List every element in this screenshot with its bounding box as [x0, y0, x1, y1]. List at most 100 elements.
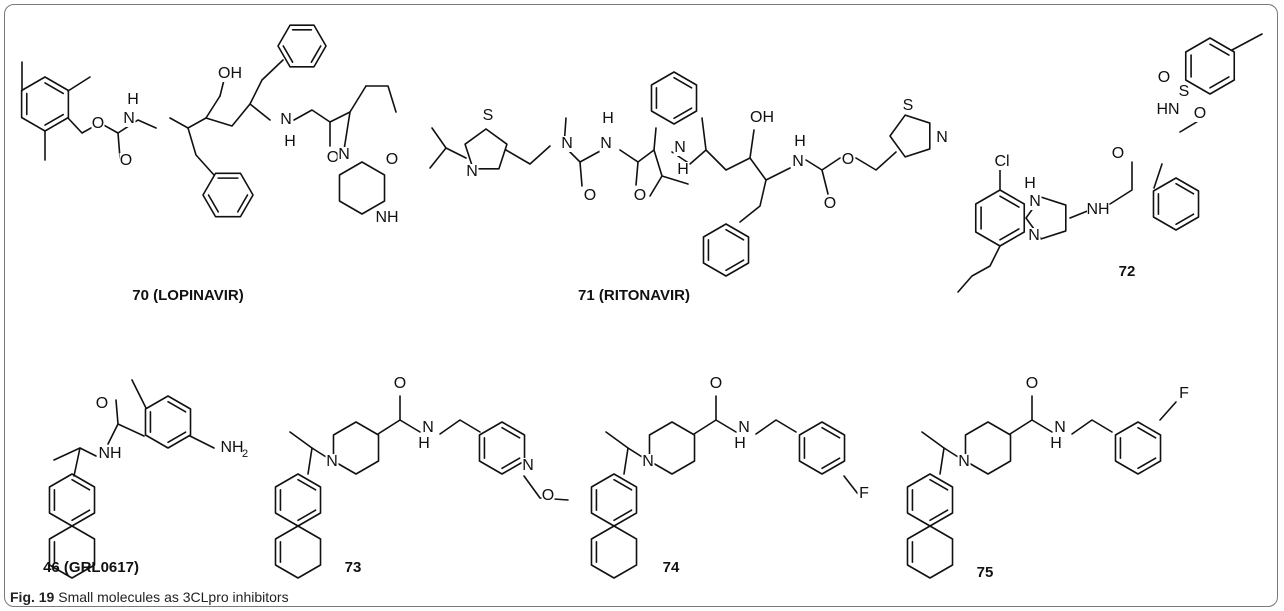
atom-O-73: O	[394, 375, 406, 392]
piperidine-ring-74	[648, 421, 696, 475]
atom-NH-72-bg	[1087, 202, 1109, 218]
isopropyl-71a	[431, 127, 467, 159]
atom-H-70b: H	[284, 133, 296, 150]
atom-N-72a: N	[1029, 193, 1041, 210]
atom-N-71b: N	[561, 135, 573, 152]
bond-layer	[20, 24, 1263, 579]
chain-71e	[701, 117, 707, 151]
atom-NH2-46-subscript: 2	[242, 448, 248, 460]
atom-N-70c-bg	[337, 147, 351, 163]
naphthalene-ring-73a-double	[297, 509, 317, 522]
figure-caption-text: Small molecules as 3CLpro inhibitors	[58, 589, 289, 605]
methoxy-73	[523, 475, 569, 501]
atom-O-72a-bg	[1111, 146, 1125, 162]
piperidine-ring-73	[332, 421, 380, 475]
atom-O-74-bg	[709, 376, 723, 392]
naphthalene-ring-73a-double	[297, 478, 317, 491]
carbonyl-73	[377, 395, 401, 435]
atom-O-71b-bg	[633, 188, 647, 204]
naphthalene-ring-75a-double	[929, 509, 949, 522]
benzyl-73	[439, 419, 481, 435]
chain-71h	[855, 151, 897, 171]
chain-70f	[249, 59, 284, 105]
atom-H-71a: H	[602, 110, 614, 127]
compound-label-70: 70 (LOPINAVIR)	[132, 287, 243, 304]
figure-caption: Fig. 19 Small molecules as 3CLpro inhibi…	[10, 589, 289, 605]
methoxy-72	[957, 245, 1001, 293]
atom-Cl-72-bg	[991, 154, 1013, 170]
atom-F-74-bg	[857, 486, 871, 502]
benzene-ring-46a-double	[167, 431, 187, 444]
ring-70d	[338, 161, 386, 215]
benzene-ring-72b-double	[1175, 213, 1195, 226]
atom-O-71c-bg	[823, 196, 837, 212]
atom-H-70a: H	[127, 91, 139, 108]
atom-N-74b-bg	[737, 420, 751, 436]
atom-N-73a-bg	[325, 454, 339, 470]
atom-NH-46-bg	[99, 446, 121, 462]
chain-71f	[749, 157, 791, 181]
naphthalene-ring-73b	[274, 525, 322, 579]
compound-label-74: 74	[663, 559, 680, 576]
atom-OH-71-bg	[751, 110, 773, 126]
atom-N-72a-bg	[1028, 194, 1042, 210]
pyridine-ring-73	[478, 421, 526, 475]
atom-N-75b-bg	[1053, 420, 1067, 436]
amide-73	[399, 419, 421, 433]
benzene-ring-70b-double	[236, 194, 249, 213]
atom-N-71e-bg	[791, 154, 805, 170]
benzene-ring-72a-double	[999, 228, 1020, 241]
chain-71b	[579, 149, 603, 163]
naphthalene-ring-74a-double	[613, 509, 633, 522]
benzene-ring-75-double	[1137, 457, 1157, 470]
atom-N-75b: N	[1054, 419, 1066, 436]
benzyl-74	[755, 419, 797, 435]
atom-O-75: O	[1026, 375, 1038, 392]
amide-72a	[1069, 209, 1091, 219]
carbonyl-71a	[635, 161, 639, 186]
atom-N-75a: N	[958, 453, 970, 470]
benzene-ring-74-double	[821, 426, 841, 439]
naphthalene-ring-75a	[906, 473, 954, 527]
compound-label-73: 73	[345, 559, 362, 576]
atom-H-71c: H	[794, 133, 806, 150]
atom-H-71a-bg	[601, 111, 615, 127]
fluoro-bond-75	[1159, 401, 1177, 421]
atom-H-74-bg	[733, 436, 747, 452]
benzene-ring-71c-double	[725, 228, 745, 241]
atom-O-72c-bg	[1193, 106, 1207, 122]
atom-O-46: O	[96, 395, 108, 412]
atom-S-72: S	[1179, 83, 1190, 100]
compound-label-75: 75	[977, 564, 994, 581]
benzene-ring-71c-double	[725, 259, 745, 272]
benzene-ring-71b-double	[673, 107, 693, 120]
atom-N-72b-bg	[1027, 228, 1041, 244]
atom-O-71a-bg	[583, 188, 597, 204]
atom-F-74: F	[859, 485, 869, 502]
atom-O-70b: O	[120, 152, 132, 169]
atom-O-73b-bg	[541, 488, 555, 504]
atom-HN-72-bg	[1157, 102, 1179, 118]
benzene-ring-74	[798, 421, 846, 475]
methyl-70b	[67, 76, 91, 92]
atom-NH-72: NH	[1086, 201, 1109, 218]
carbonyl-75	[1009, 395, 1033, 435]
atom-N-70a: N	[123, 110, 135, 127]
atom-O-71a: O	[584, 187, 596, 204]
atom-O-72c: O	[1194, 105, 1206, 122]
atom-F-75-bg	[1177, 386, 1191, 402]
naphthalene-ring-75a-double	[929, 478, 949, 491]
atom-N-71e: N	[792, 153, 804, 170]
chain-73b	[307, 447, 313, 475]
atom-HN-72: HN	[1156, 101, 1179, 118]
atom-N-71d-bg	[673, 140, 687, 156]
atom-S-72-bg	[1177, 84, 1191, 100]
atom-H-72a: H	[1024, 175, 1036, 192]
benzene-ring-70a-double	[44, 82, 65, 95]
benzene-ring-70c	[277, 24, 327, 68]
atom-O-70c-bg	[326, 150, 340, 166]
naphthalene-ring-74a-double	[613, 478, 633, 491]
atom-H-73: H	[418, 435, 430, 452]
valine-71	[649, 149, 663, 197]
naphthalene-ring-75b	[906, 525, 954, 579]
